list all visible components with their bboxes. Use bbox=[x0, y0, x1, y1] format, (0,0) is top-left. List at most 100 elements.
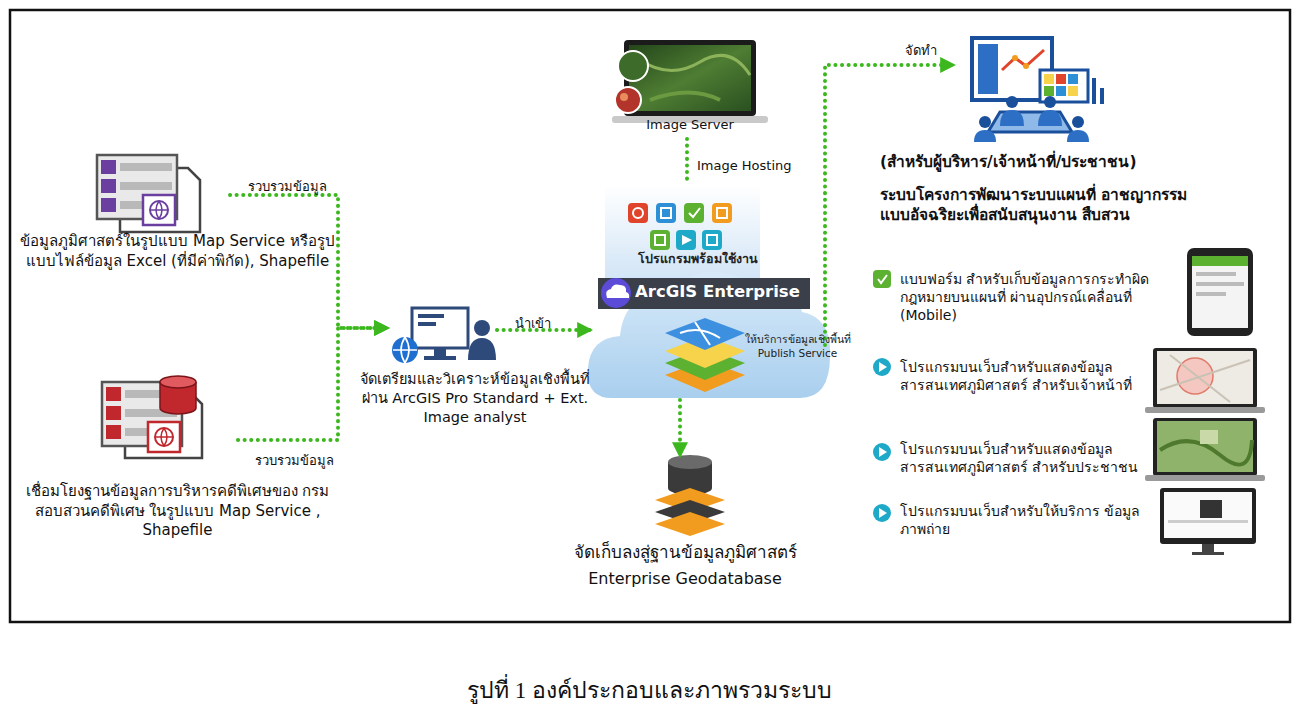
node-text: Image Server bbox=[630, 117, 750, 134]
table-icon-purple bbox=[97, 155, 177, 219]
source-box: ข้อมูลภูมิศาสตร์ในรูปแบบ Map Service หรื… bbox=[20, 150, 335, 310]
device-images bbox=[1145, 475, 1265, 481]
node-text: จัดเก็บลงสู่ฐานข้อมูลภูมิศาสตร์ bbox=[520, 541, 850, 563]
device-images bbox=[1160, 355, 1250, 402]
bullet-icons bbox=[873, 358, 891, 376]
node-text: ให้บริการข้อมูลเชิงพื้นที่ Publish Servi… bbox=[740, 333, 855, 360]
dashboard-illustration bbox=[1044, 96, 1056, 108]
app-icons bbox=[682, 235, 692, 245]
frame bbox=[10, 10, 1290, 622]
table-db-icon-red bbox=[106, 406, 121, 420]
table-db-icon-red bbox=[125, 428, 149, 436]
output-panel: (สำหรับผู้บริหาร/เจ้าหน้าที่/ประชาชน) ระบ… bbox=[865, 30, 1280, 600]
app-icons bbox=[702, 230, 722, 250]
table-db-icon-red bbox=[160, 376, 196, 388]
image-server-laptop bbox=[620, 93, 628, 101]
dashboard-illustration bbox=[1092, 78, 1096, 104]
figure-caption: รูปที่ 1 องค์ประกอบและภาพรวมระบบ bbox=[0, 672, 1299, 708]
table-db-icon-red bbox=[155, 428, 173, 446]
dashboard-illustration bbox=[1000, 110, 1024, 126]
image-server-laptop bbox=[624, 40, 756, 116]
dashboard-illustration bbox=[1068, 86, 1078, 96]
node-text: (สำหรับผู้บริหาร/เจ้าหน้าที่/ประชาชน) bbox=[880, 152, 1260, 172]
output-item: โปรแกรมบนเว็บสำหรับแสดงข้อมูล สารสนเทศภู… bbox=[870, 350, 1275, 412]
node-text: โปรแกรมบนเว็บสำหรับแสดงข้อมูล สารสนเทศภู… bbox=[900, 358, 1180, 394]
bullet-icons bbox=[879, 447, 887, 457]
dashboard-illustration bbox=[1068, 74, 1078, 84]
node-text: Enterprise Geodatabase bbox=[520, 569, 850, 590]
workstation-icon bbox=[392, 308, 496, 363]
output-item: แบบฟอร์ม สำหรับเก็บข้อมูลการกระทำผิด กฎห… bbox=[870, 265, 1275, 345]
node-text: แบบฟอร์ม สำหรับเก็บข้อมูลการกระทำผิด กฎห… bbox=[900, 270, 1190, 325]
node-text: โปรแกรมบนเว็บสำหรับให้บริการ ข้อมูลภาพถ่… bbox=[900, 502, 1180, 538]
dashboard-illustration bbox=[1100, 88, 1104, 104]
dashboard-illustration bbox=[978, 44, 998, 94]
dashboard-illustration bbox=[1006, 96, 1018, 108]
app-icons bbox=[676, 230, 696, 250]
device-images bbox=[1145, 407, 1265, 413]
device-images bbox=[1192, 256, 1248, 266]
app-icons bbox=[689, 208, 700, 217]
workstation-icon bbox=[468, 338, 496, 360]
app-icons bbox=[656, 203, 676, 223]
table-db-icon-red bbox=[102, 376, 202, 458]
enterprise-cloud bbox=[588, 185, 830, 398]
device-images bbox=[1187, 248, 1253, 336]
layers-icon bbox=[680, 322, 720, 345]
table-icon-purple bbox=[143, 195, 175, 225]
database-box: จัดเก็บลงสู่ฐานข้อมูลภูมิศาสตร์ Enterpris… bbox=[520, 455, 850, 595]
layers-icon bbox=[665, 318, 745, 350]
frame bbox=[10, 10, 1290, 622]
app-icons bbox=[717, 208, 727, 218]
table-icon-purple bbox=[120, 182, 172, 190]
bullet-icons bbox=[878, 275, 887, 283]
dashboard-illustration bbox=[974, 130, 996, 142]
image-server-laptop bbox=[612, 40, 768, 123]
device-images bbox=[1200, 430, 1218, 444]
app-icons bbox=[712, 203, 732, 223]
dashboard-illustration bbox=[1044, 74, 1054, 84]
workstation-icon bbox=[418, 322, 436, 326]
connector-label: นำเข้า bbox=[515, 313, 551, 334]
dashboard-illustration bbox=[1038, 110, 1062, 126]
node-text: เชื่อมโยงฐานข้อมูลการบริหารคดีพิเศษของ ก… bbox=[20, 482, 335, 541]
device-images bbox=[1168, 520, 1248, 523]
device-images bbox=[1192, 256, 1248, 328]
table-db-icon-red bbox=[148, 422, 180, 452]
device-images bbox=[1196, 272, 1236, 276]
image-server-laptop bbox=[629, 45, 751, 111]
device-images bbox=[1153, 418, 1257, 476]
geodatabase-icon bbox=[655, 512, 725, 536]
image-server-laptop bbox=[615, 87, 641, 113]
dotted-connector bbox=[678, 400, 682, 455]
dashboard-illustration bbox=[1067, 130, 1089, 142]
dashboard-illustration bbox=[1044, 86, 1054, 96]
workstation-icon bbox=[418, 314, 444, 318]
app-icons bbox=[628, 203, 732, 250]
table-icon-purple bbox=[120, 201, 144, 209]
dashboard-illustration bbox=[1023, 63, 1029, 69]
image-server-laptop bbox=[618, 51, 648, 81]
arcgis-banner bbox=[598, 278, 810, 309]
table-icon-purple bbox=[97, 155, 200, 232]
table-icon-purple bbox=[101, 160, 116, 174]
dashboard-illustration bbox=[979, 116, 991, 128]
node-text: ข้อมูลภูมิศาสตร์ในรูปแบบ Map Service หรื… bbox=[20, 232, 335, 271]
bullet-icons bbox=[873, 270, 891, 522]
device-images bbox=[1200, 500, 1222, 518]
dashboard-illustration bbox=[1012, 55, 1018, 61]
dashboard-illustration bbox=[1056, 74, 1066, 84]
node-text: จัดเตรียมและวิเคราะห์ข้อมูลเชิงพื้นที่ ผ… bbox=[345, 370, 605, 427]
dotted-connector bbox=[685, 139, 689, 185]
arcgis-banner bbox=[601, 278, 631, 308]
table-icon-purple bbox=[101, 198, 116, 212]
node-text: ระบบโครงการพัฒนาระบบแผนที่ อาชญากรรมแบบอ… bbox=[880, 185, 1210, 225]
device-images bbox=[1160, 488, 1256, 544]
table-icon-purple bbox=[120, 163, 172, 171]
bullet-icons bbox=[879, 508, 887, 518]
table-icon-purple bbox=[101, 179, 116, 193]
output-item: โปรแกรมบนเว็บสำหรับแสดงข้อมูล สารสนเทศภู… bbox=[870, 420, 1275, 482]
